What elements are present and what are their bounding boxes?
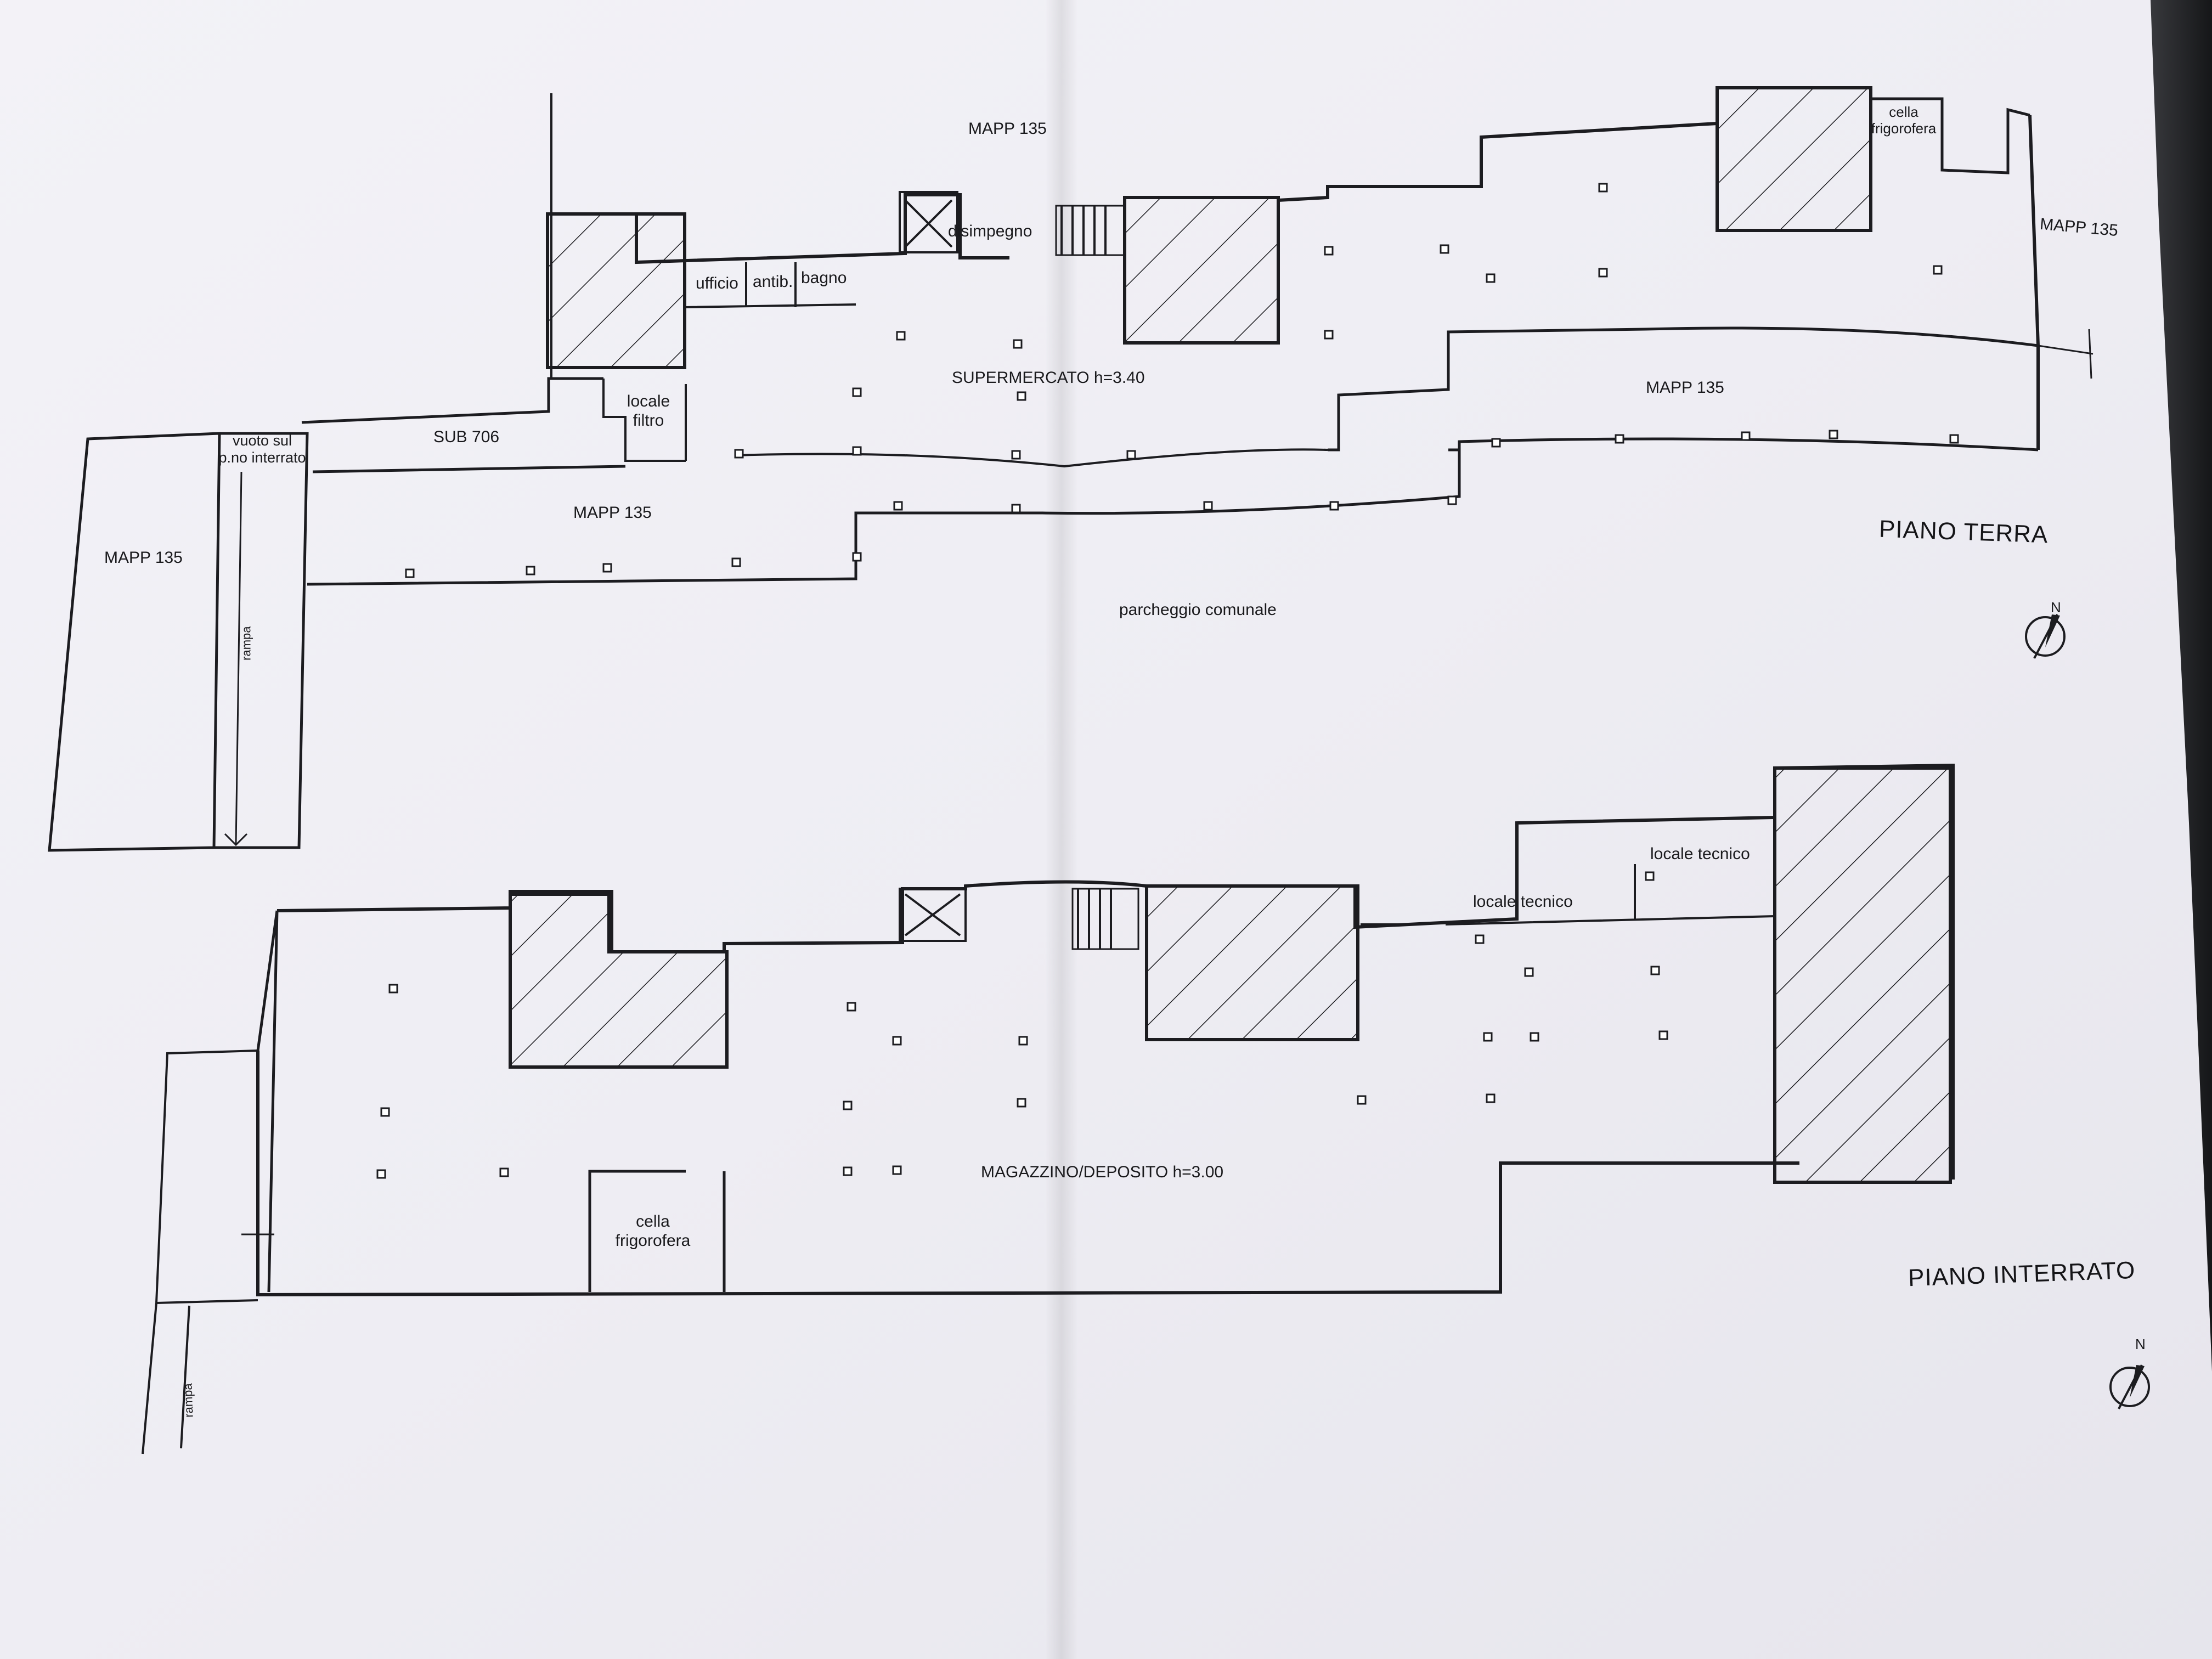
stair-ground xyxy=(1055,205,1126,256)
label-cella-ground: cella frigorofera xyxy=(1871,104,1937,137)
north-label-basement: N xyxy=(2135,1336,2146,1352)
label-mapp-top: MAPP 135 xyxy=(968,120,1047,138)
title-piano-terra: PIANO TERRA xyxy=(1878,515,2049,549)
label-parcheggio: parcheggio comunale xyxy=(1119,601,1277,619)
label-ufficio: ufficio xyxy=(696,274,738,292)
label-cella-basement: cella frigorofera xyxy=(615,1212,691,1250)
ground-floor-plan xyxy=(48,86,2094,852)
label-disimpegno: disimpegno xyxy=(948,222,1032,240)
label-mapp-mid-right: MAPP 135 xyxy=(1646,379,1724,397)
label-rampa-ground: rampa xyxy=(239,626,253,661)
label-magazzino: MAGAZZINO/DEPOSITO h=3.00 xyxy=(981,1163,1224,1181)
label-locale-tecnico-2: locale tecnico xyxy=(1473,893,1573,911)
label-mapp-far-left: MAPP 135 xyxy=(104,549,183,567)
basement-floor-plan xyxy=(142,763,1955,1454)
label-sub706: SUB 706 xyxy=(433,428,500,446)
stair-basement xyxy=(1071,888,1139,950)
north-arrow-basement xyxy=(2109,1364,2150,1409)
label-bagno: bagno xyxy=(801,269,847,287)
label-supermercato: SUPERMERCATO h=3.40 xyxy=(952,369,1145,387)
north-label-ground: N xyxy=(2051,599,2061,616)
label-mapp-mid-left: MAPP 135 xyxy=(573,504,652,522)
label-locale-tecnico-1: locale tecnico xyxy=(1650,845,1750,863)
label-rampa-basement: rampa xyxy=(180,1383,196,1418)
north-arrow-ground xyxy=(2025,614,2066,659)
label-vuoto: vuoto sul p.no interrato xyxy=(218,432,306,466)
label-locale-filtro: locale filtro xyxy=(627,392,670,430)
label-antib: antib. xyxy=(753,273,793,291)
